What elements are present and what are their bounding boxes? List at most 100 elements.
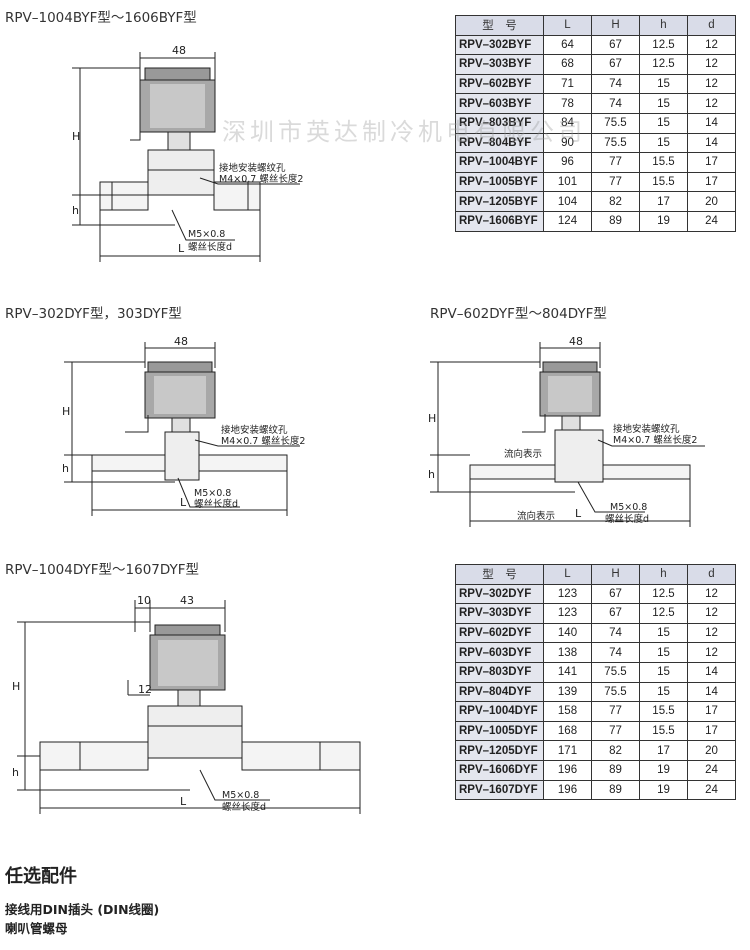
dim-L-label: L (180, 496, 187, 509)
dim-L-label: L (180, 795, 187, 808)
value-cell: 196 (543, 779, 592, 801)
value-cell: 15 (639, 681, 688, 703)
coil (144, 371, 216, 419)
value-cell: 15 (639, 661, 688, 683)
dim-L-label: L (575, 507, 582, 520)
model-cell: RPV–302BYF (455, 34, 544, 56)
header-L: L (543, 564, 592, 585)
value-cell: 15.5 (639, 152, 688, 173)
value-cell: 12 (687, 54, 736, 75)
ground-hole-label: 接地安装螺纹孔 (613, 423, 680, 435)
value-cell: 17 (639, 191, 688, 212)
dim-H-label: H (72, 130, 80, 143)
value-cell: 104 (543, 191, 592, 212)
model-cell: RPV–803DYF (455, 661, 544, 683)
value-cell: 67 (591, 34, 640, 56)
valve-body (147, 149, 215, 196)
dim-48-label: 48 (172, 44, 186, 57)
table-header-row: 型 号 L H h d (455, 564, 736, 585)
model-cell: RPV–1606DYF (455, 759, 544, 781)
value-cell: 82 (591, 191, 640, 212)
value-cell: 17 (687, 171, 736, 193)
header-L: L (543, 15, 592, 36)
value-cell: 67 (591, 54, 640, 75)
m4-screw-label: M4×0.7 螺丝长度2 (219, 173, 303, 185)
value-cell: 15 (639, 93, 688, 114)
dim-12-label: 12 (138, 683, 152, 696)
value-cell: 12.5 (639, 54, 688, 75)
valve-body (554, 429, 604, 483)
coil-cap (144, 67, 211, 81)
value-cell: 89 (591, 759, 640, 781)
dim-43-label: 43 (180, 594, 194, 607)
value-cell: 12.5 (639, 603, 688, 624)
model-cell: RPV–602BYF (455, 73, 544, 95)
dim-48-label: 48 (174, 335, 188, 348)
value-cell: 14 (687, 112, 736, 134)
value-cell: 12 (687, 603, 736, 624)
screw-length-d-label: 螺丝长度d (194, 498, 238, 510)
value-cell: 82 (591, 740, 640, 761)
dim-h-label: h (72, 204, 79, 217)
drawing-dyf-large: 10 43 12 H h L M5×0.8 螺丝长度d (12, 594, 361, 814)
header-d: d (687, 564, 736, 585)
coil (539, 371, 601, 417)
header-model: 型 号 (455, 15, 544, 36)
value-cell: 75.5 (591, 112, 640, 134)
value-cell: 12 (687, 34, 736, 56)
value-cell: 15 (639, 73, 688, 95)
header-H: H (591, 564, 640, 585)
ground-hole-label: 接地安装螺纹孔 (219, 162, 286, 174)
model-cell: RPV–804BYF (455, 132, 544, 154)
model-cell: RPV–803BYF (455, 112, 544, 134)
value-cell: 74 (591, 642, 640, 663)
value-cell: 141 (543, 661, 592, 683)
dim-10-label: 10 (137, 594, 151, 607)
value-cell: 12.5 (639, 34, 688, 56)
value-cell: 75.5 (591, 681, 640, 703)
model-cell: RPV–1607DYF (455, 779, 544, 801)
value-cell: 15 (639, 132, 688, 154)
value-cell: 123 (543, 603, 592, 624)
value-cell: 77 (591, 720, 640, 742)
value-cell: 101 (543, 171, 592, 193)
section-title-byf-large: RPV–1004BYF型～1606BYF型 (5, 10, 197, 26)
value-cell: 15.5 (639, 720, 688, 742)
m5-label: M5×0.8 (222, 790, 259, 801)
value-cell: 24 (687, 210, 736, 232)
value-cell: 124 (543, 210, 592, 232)
valve-body (147, 705, 243, 759)
table-header-row: 型 号 L H h d (455, 15, 736, 36)
model-cell: RPV–302DYF (455, 583, 544, 605)
header-h: h (639, 15, 688, 36)
dim-h-label: h (12, 766, 19, 779)
value-cell: 68 (543, 54, 592, 75)
header-h: h (639, 564, 688, 585)
model-cell: RPV–303DYF (455, 603, 544, 624)
value-cell: 71 (543, 73, 592, 95)
m4-screw-label: M4×0.7 螺丝长度2 (613, 434, 697, 446)
m5-label: M5×0.8 (188, 229, 225, 240)
value-cell: 12 (687, 642, 736, 663)
flow-direction-label: 流向表示 (517, 510, 555, 522)
value-cell: 24 (687, 779, 736, 801)
value-cell: 15 (639, 622, 688, 644)
value-cell: 67 (591, 603, 640, 624)
value-cell: 14 (687, 661, 736, 683)
m5-label: M5×0.8 (194, 488, 231, 499)
dim-48-label: 48 (569, 335, 583, 348)
valve-body (164, 431, 200, 481)
value-cell: 77 (591, 701, 640, 722)
